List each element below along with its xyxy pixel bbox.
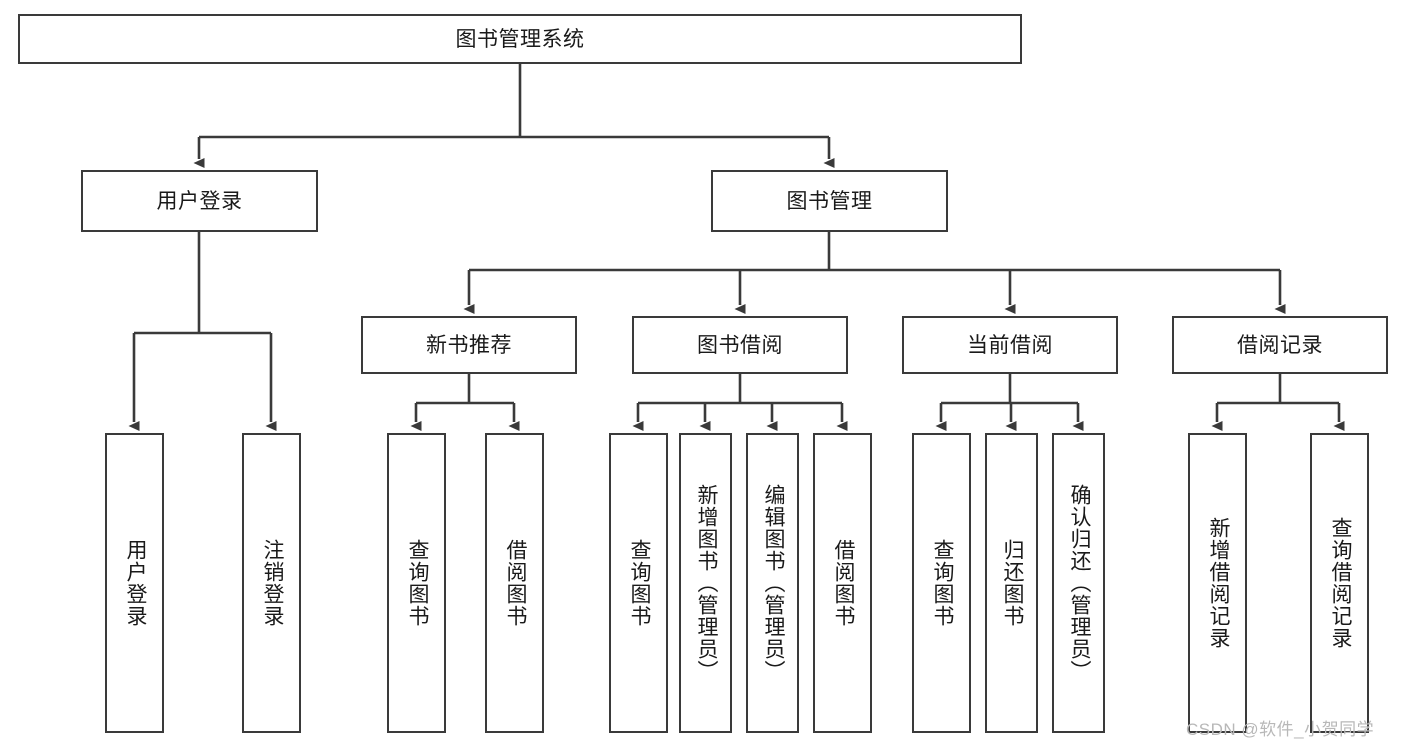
node-leaf-借阅图书[interactable]: 借阅图书 bbox=[813, 433, 872, 733]
node-l2-图书管理[interactable]: 图书管理 bbox=[711, 170, 948, 232]
node-label: 查询图书 bbox=[405, 539, 429, 627]
node-label: 用户登录 bbox=[123, 539, 147, 627]
node-label: 借阅图书 bbox=[831, 539, 855, 627]
csdn-watermark: CSDN @软件_小贺同学 bbox=[1186, 720, 1375, 739]
node-leaf-查询图书[interactable]: 查询图书 bbox=[387, 433, 446, 733]
node-label: 查询图书 bbox=[930, 539, 954, 627]
node-l3-图书借阅[interactable]: 图书借阅 bbox=[632, 316, 848, 374]
node-label: 新增借阅记录 bbox=[1206, 517, 1230, 649]
node-label: 图书借阅 bbox=[697, 333, 783, 357]
node-leaf-编辑图书（管理员）[interactable]: 编辑图书（管理员） bbox=[746, 433, 799, 733]
node-leaf-新增借阅记录[interactable]: 新增借阅记录 bbox=[1188, 433, 1247, 733]
node-leaf-归还图书[interactable]: 归还图书 bbox=[985, 433, 1038, 733]
node-label: 图书管理 bbox=[786, 189, 873, 213]
node-label: 编辑图书（管理员） bbox=[761, 484, 785, 682]
node-l3-当前借阅[interactable]: 当前借阅 bbox=[902, 316, 1118, 374]
node-label: 新增图书（管理员） bbox=[694, 484, 718, 682]
node-l3-新书推荐[interactable]: 新书推荐 bbox=[361, 316, 577, 374]
node-leaf-确认归还（管理员）[interactable]: 确认归还（管理员） bbox=[1052, 433, 1105, 733]
node-leaf-查询借阅记录[interactable]: 查询借阅记录 bbox=[1310, 433, 1369, 733]
node-label: 新书推荐 bbox=[426, 333, 512, 357]
node-leaf-查询图书[interactable]: 查询图书 bbox=[912, 433, 971, 733]
node-label: 图书管理系统 bbox=[455, 27, 585, 51]
node-label: 当前借阅 bbox=[967, 333, 1053, 357]
node-leaf-注销登录[interactable]: 注销登录 bbox=[242, 433, 301, 733]
node-label: 借阅图书 bbox=[503, 539, 527, 627]
node-leaf-新增图书（管理员）[interactable]: 新增图书（管理员） bbox=[679, 433, 732, 733]
node-leaf-用户登录[interactable]: 用户登录 bbox=[105, 433, 164, 733]
node-l3-借阅记录[interactable]: 借阅记录 bbox=[1172, 316, 1388, 374]
node-label: 注销登录 bbox=[260, 539, 284, 627]
node-label: 查询借阅记录 bbox=[1328, 517, 1352, 649]
node-root-图书管理系统[interactable]: 图书管理系统 bbox=[18, 14, 1022, 64]
node-label: 查询图书 bbox=[627, 539, 651, 627]
node-label: 归还图书 bbox=[1000, 539, 1024, 627]
node-label: 借阅记录 bbox=[1237, 333, 1323, 357]
node-label: 用户登录 bbox=[156, 189, 243, 213]
node-leaf-查询图书[interactable]: 查询图书 bbox=[609, 433, 668, 733]
node-leaf-借阅图书[interactable]: 借阅图书 bbox=[485, 433, 544, 733]
node-label: 确认归还（管理员） bbox=[1067, 484, 1091, 682]
node-l2-用户登录[interactable]: 用户登录 bbox=[81, 170, 318, 232]
